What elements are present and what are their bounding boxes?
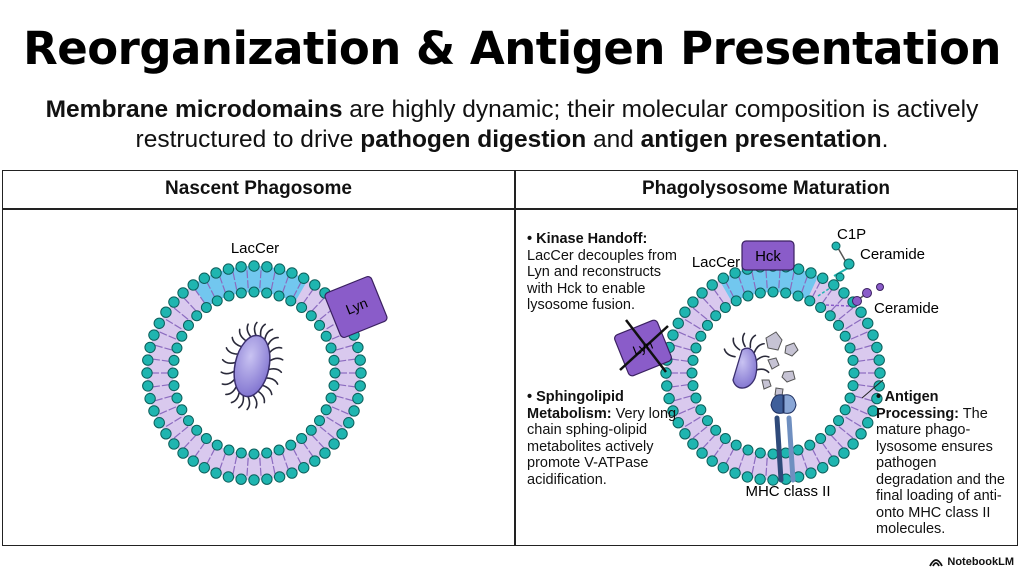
antigen-note-body: The mature phago-lysosome ensures pathog… xyxy=(876,405,1005,538)
subtitle-bold-digestion: pathogen digestion xyxy=(360,126,587,153)
lipid-heads-left xyxy=(141,260,367,486)
degraded-pathogen xyxy=(723,331,799,397)
pathogen-left xyxy=(220,321,284,411)
ceramide-head-teal xyxy=(843,258,855,270)
lipid-heads-right xyxy=(660,260,886,486)
panel-divider xyxy=(514,171,516,545)
mhc-label: MHC class II xyxy=(745,483,830,500)
pathogen-fragment xyxy=(784,342,799,357)
pathogen-flagella-left xyxy=(220,321,284,411)
nascent-phagosome xyxy=(141,260,388,486)
notebooklm-logo: NotebookLM xyxy=(929,556,1014,568)
phagolysosome xyxy=(614,240,886,486)
subtitle-bold-microdomains: Membrane microdomains xyxy=(45,96,343,123)
mhc-class-ii xyxy=(770,394,797,483)
lipid-raft-right xyxy=(719,266,819,304)
logo-text: NotebookLM xyxy=(947,556,1014,568)
subtitle-text-2: and xyxy=(586,126,641,153)
sphingolipid-note: • Sphingolipid Metabolism: Very long cha… xyxy=(527,389,677,488)
pathogen-fragment xyxy=(765,331,783,351)
laccer-label-right: LacCer xyxy=(692,254,740,271)
subtitle-bold-presentation: antigen presentation xyxy=(640,126,882,153)
lyn-label-right: Lyn xyxy=(631,337,656,359)
c1p-label: C1P xyxy=(837,226,866,243)
hck-kinase xyxy=(741,240,795,271)
notebooklm-icon xyxy=(929,559,944,567)
ceramide-label-1: Ceramide xyxy=(860,246,925,263)
left-panel-title: Nascent Phagosome xyxy=(165,178,352,199)
right-panel-title: Phagolysosome Maturation xyxy=(641,178,891,199)
sphingolipid-note-heading: • Sphingolipid Metabolism: xyxy=(527,389,624,422)
cross-line-2 xyxy=(619,325,669,371)
pathogen-fragment xyxy=(781,370,796,383)
ceramide-label-2: Ceramide xyxy=(874,300,939,317)
pathogen-fragment xyxy=(767,357,780,370)
kinase-note-body: LacCer decouples from Lyn and reconstruc… xyxy=(527,247,677,314)
lyn-detached xyxy=(614,319,672,377)
lipid-tails-right xyxy=(670,270,876,476)
laccer-label-left: LacCer xyxy=(231,240,279,257)
page-subtitle: Membrane microdomains are highly dynamic… xyxy=(40,95,984,155)
hck-label: Hck xyxy=(755,248,781,265)
membrane-band-right xyxy=(666,266,880,480)
pathogen-fragment xyxy=(761,379,772,390)
subtitle-text-1: are highly dynamic; their molecular comp… xyxy=(135,96,979,153)
lipid-raft-left xyxy=(192,266,308,307)
antigen-processing-note: • Antigen Processing: The mature phago-l… xyxy=(876,389,1016,538)
antigen-note-heading: • Antigen Processing: xyxy=(876,389,959,422)
panels-frame: Nascent Phagosome Phagolysosome Maturati… xyxy=(2,170,1018,546)
lyn-label-left: Lyn xyxy=(343,295,369,318)
subtitle-text-3: . xyxy=(881,126,889,153)
sphingolipid-note-body: Very long chain sphing-olipid metabolite… xyxy=(527,405,677,488)
c1p-head xyxy=(831,241,841,251)
lyn-kinase-left xyxy=(324,275,388,339)
antigen-leader-line xyxy=(861,379,884,399)
kinase-handoff-note: • Kinase Handoff: LacCer decouples from … xyxy=(527,231,687,314)
ceramide-head-purple xyxy=(862,288,872,298)
page-title: Reorganization & Antigen Presentation xyxy=(23,22,1001,75)
pathogen-fragment-main xyxy=(732,347,758,389)
header-divider xyxy=(3,208,1017,210)
pathogen-body-left xyxy=(233,334,271,398)
ceramide-release xyxy=(817,241,884,307)
kinase-note-heading: • Kinase Handoff: xyxy=(527,231,648,247)
